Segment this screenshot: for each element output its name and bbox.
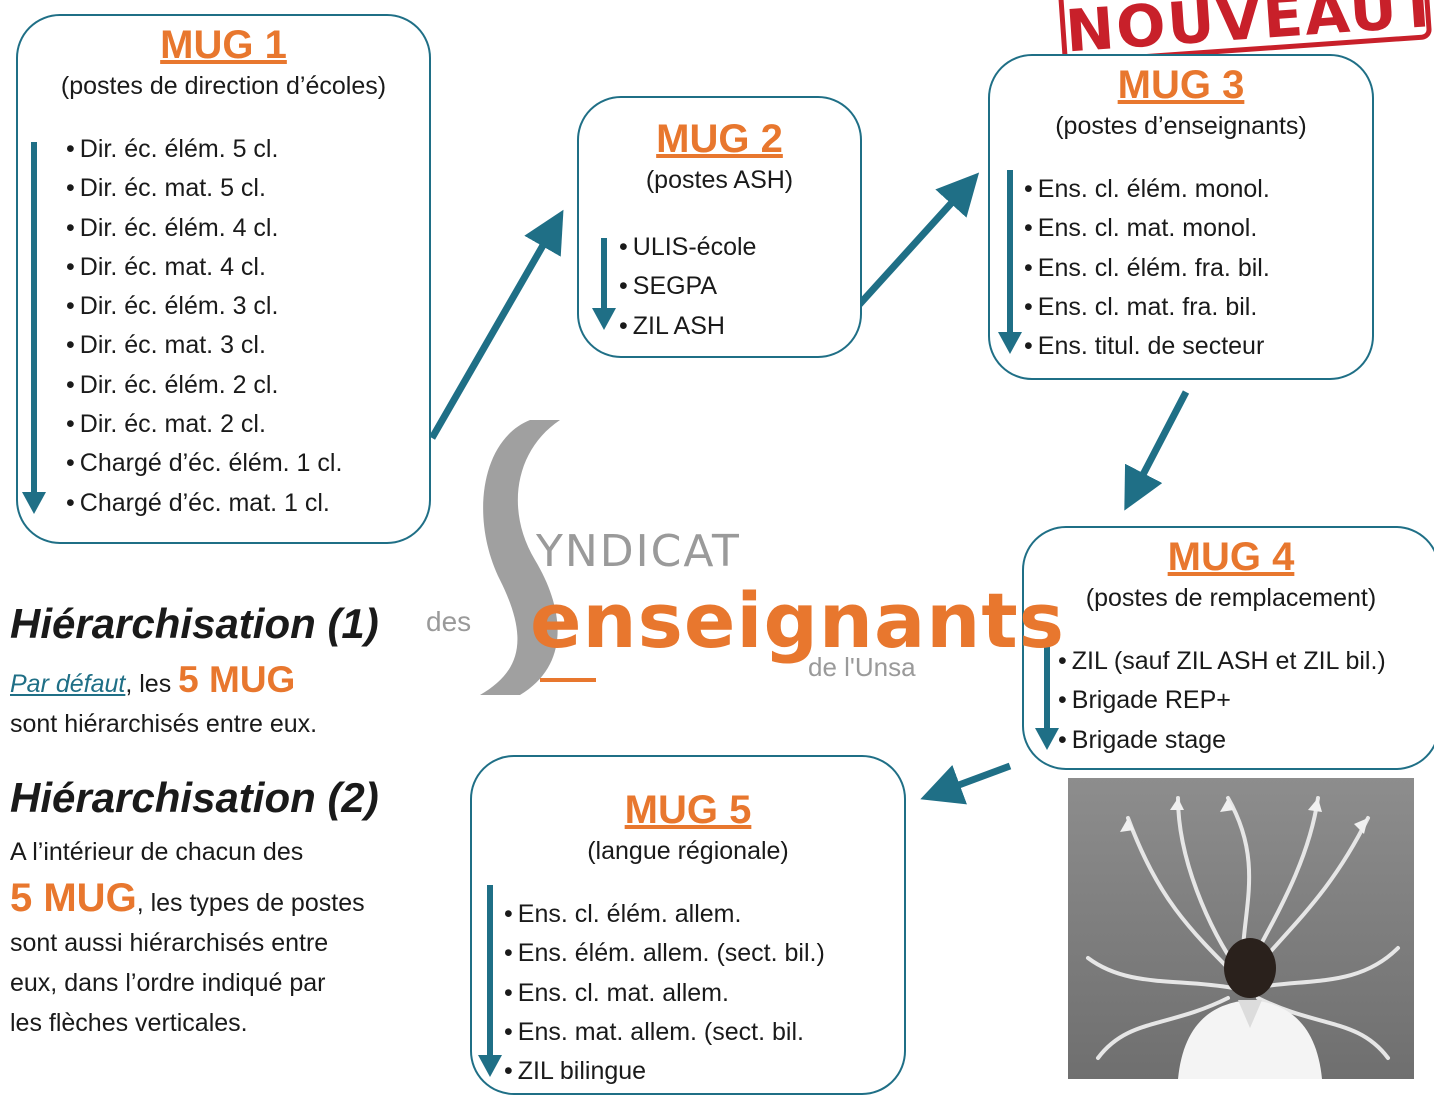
- list-item: Ens. cl. élém. monol.: [1024, 170, 1270, 209]
- logo-underline: [540, 678, 596, 682]
- list-item: Ens. cl. élém. fra. bil.: [1024, 249, 1270, 288]
- mug5-list: Ens. cl. élém. allem. Ens. élém. allem. …: [504, 895, 825, 1091]
- list-item: Ens. cl. mat. monol.: [1024, 209, 1270, 248]
- logo-prefix: des: [426, 606, 472, 637]
- arrow-mug1-to-mug2: [428, 209, 564, 440]
- hier1-text-b: sont hiérarchisés entre eux.: [10, 710, 318, 738]
- mug4-list: ZIL (sauf ZIL ASH et ZIL bil.) Brigade R…: [1058, 642, 1386, 760]
- logo-suffix: de l'Unsa: [808, 652, 916, 682]
- mug2-box: MUG 2 (postes ASH) ULIS-école SEGPA ZIL …: [577, 96, 862, 358]
- mug5-order-arrow: [487, 885, 493, 1069]
- mug2-subtitle: (postes ASH): [645, 166, 794, 194]
- mug3-order-arrow: [1007, 170, 1013, 334]
- hier1-strong: 5 MUG: [178, 659, 296, 700]
- mug1-order-arrow: [31, 142, 37, 494]
- mug1-subtitle: (postes de direction d’écoles): [60, 72, 387, 100]
- list-item: Ens. titul. de secteur: [1024, 327, 1270, 366]
- mug2-order-arrowhead: [592, 308, 616, 330]
- mug4-box: MUG 4 (postes de remplacement) ZIL (sauf…: [1022, 526, 1434, 770]
- mug1-title: MUG 1: [160, 23, 287, 67]
- list-item: Ens. mat. allem. (sect. bil.: [504, 1013, 825, 1052]
- arrow-mug2-to-mug3: [855, 172, 980, 309]
- list-item: Dir. éc. mat. 5 cl.: [66, 169, 342, 208]
- mug1-order-arrowhead: [22, 492, 46, 514]
- mug5-order-arrowhead: [478, 1055, 502, 1077]
- hier2-line4: eux, dans l’ordre indiqué par: [10, 969, 326, 997]
- list-item: SEGPA: [619, 267, 756, 306]
- par-defaut-link[interactable]: Par défaut: [10, 670, 126, 698]
- list-item: ZIL bilingue: [504, 1052, 825, 1091]
- list-item: ULIS-école: [619, 228, 757, 267]
- arrow-mug3-to-mug4: [1124, 390, 1190, 511]
- hier2-line5: les flèches verticales.: [10, 1009, 248, 1037]
- list-item: Dir. éc. mat. 2 cl.: [66, 405, 342, 444]
- hier1-heading: Hiérarchisation (1): [10, 600, 379, 647]
- logo-line1: YNDICAT: [536, 526, 741, 577]
- mug3-order-arrowhead: [998, 332, 1022, 354]
- hier2-heading: Hiérarchisation (2): [10, 774, 379, 821]
- hier1-paragraph: Par défaut, les 5 MUG sont hiérarchisés …: [10, 660, 410, 744]
- hier2-strong: 5 MUG: [10, 876, 137, 920]
- hier2-line3: sont aussi hiérarchisés entre: [10, 929, 329, 957]
- list-item: Dir. éc. élém. 2 cl.: [66, 366, 342, 405]
- hier1-text-a: , les: [125, 670, 179, 698]
- mug2-title: MUG 2: [656, 117, 783, 161]
- mug3-subtitle: (postes d’enseignants): [1055, 112, 1307, 140]
- hier2-text-a: , les types de postes: [136, 889, 365, 917]
- mug5-subtitle: (langue régionale): [587, 837, 789, 865]
- unsa-logo: YNDICAT des enseignants de l'Unsa: [420, 410, 1064, 700]
- list-item: Brigade stage: [1058, 721, 1386, 760]
- decision-photo: [1068, 778, 1414, 1079]
- hier2-paragraph: A l’intérieur de chacun des 5 MUG, les t…: [10, 832, 420, 1043]
- mug4-order-arrowhead: [1035, 728, 1059, 750]
- list-item: Dir. éc. mat. 4 cl.: [66, 248, 342, 287]
- mug5-title: MUG 5: [624, 788, 752, 832]
- list-item: Chargé d’éc. élém. 1 cl.: [66, 444, 343, 483]
- mug1-list: Dir. éc. élém. 5 cl. Dir. éc. mat. 5 cl.…: [66, 130, 343, 523]
- mug2-list: ULIS-école SEGPA ZIL ASH: [619, 228, 757, 346]
- list-item: ZIL (sauf ZIL ASH et ZIL bil.): [1058, 642, 1386, 681]
- list-item: Dir. éc. élém. 4 cl.: [66, 209, 342, 248]
- mug3-list: Ens. cl. élém. monol. Ens. cl. mat. mono…: [1024, 170, 1270, 366]
- mug4-subtitle: (postes de remplacement): [1085, 584, 1377, 612]
- logo-s-shape: [480, 420, 560, 695]
- list-item: Ens. élém. allem. (sect. bil.): [504, 934, 825, 973]
- mug4-order-arrow: [1044, 646, 1050, 730]
- mug5-box: MUG 5 (langue régionale) Ens. cl. élém. …: [470, 755, 906, 1095]
- list-item: ZIL ASH: [619, 307, 756, 346]
- list-item: Chargé d’éc. mat. 1 cl.: [66, 484, 342, 523]
- list-item: Dir. éc. mat. 3 cl.: [66, 326, 342, 365]
- hier2-line1: A l’intérieur de chacun des: [10, 838, 304, 866]
- chalk-arrows-illustration: [1086, 796, 1400, 1079]
- list-item: Ens. cl. mat. allem.: [504, 974, 825, 1013]
- mug3-title: MUG 3: [1117, 63, 1245, 107]
- list-item: Dir. éc. élém. 3 cl.: [66, 287, 342, 326]
- list-item: Ens. cl. élém. allem.: [504, 895, 825, 934]
- mug1-box: MUG 1 (postes de direction d’écoles) Dir…: [16, 14, 431, 544]
- logo-word: enseignants: [530, 576, 1065, 665]
- mug4-title: MUG 4: [1167, 535, 1295, 579]
- mug3-box: MUG 3 (postes d’enseignants) Ens. cl. él…: [988, 54, 1374, 380]
- list-item: Brigade REP+: [1058, 681, 1386, 720]
- mug2-order-arrow: [601, 238, 607, 310]
- list-item: Dir. éc. élém. 5 cl.: [66, 130, 342, 169]
- arrow-mug4-to-mug5: [920, 762, 1012, 805]
- list-item: Ens. cl. mat. fra. bil.: [1024, 288, 1270, 327]
